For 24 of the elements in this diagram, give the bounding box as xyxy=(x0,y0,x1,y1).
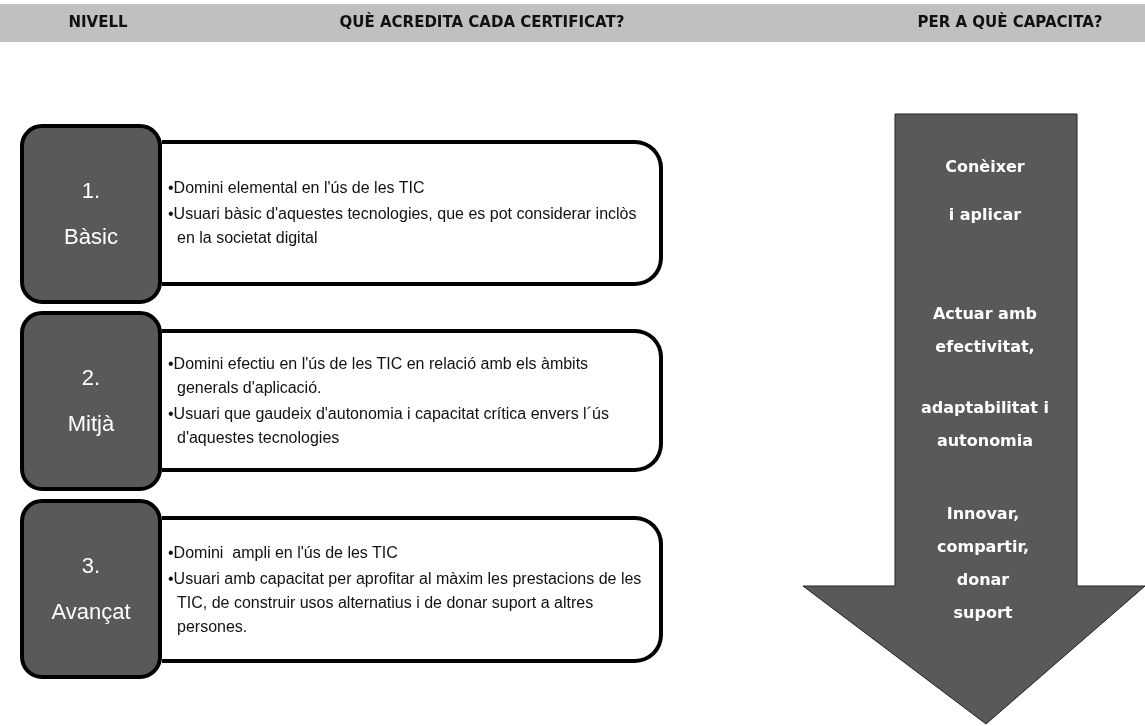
level-box xyxy=(20,124,162,304)
down-arrow xyxy=(803,113,1145,726)
arrow-text: Actuar amb efectivitat, xyxy=(931,303,1039,358)
column-heading: PER A QUÈ CAPACITA? xyxy=(917,13,1103,31)
bullet-item: •Domini ampli en l'ús de les TIC xyxy=(168,542,399,563)
description-box xyxy=(162,140,663,286)
column-heading: NIVELL xyxy=(68,13,128,31)
arrow-text: Innovar, compartir, donar suport xyxy=(937,503,1029,624)
bullet-item: •Domini elemental en l'ús de les TIC xyxy=(168,178,426,198)
arrow-text: Conèixer xyxy=(944,156,1026,178)
level-label: 3. Avançat xyxy=(51,552,131,626)
arrow-text: i aplicar xyxy=(947,204,1023,226)
arrow-text: adaptabilitat i autonomia xyxy=(920,397,1050,452)
description-box xyxy=(162,516,663,663)
bullet-item: •Domini efectiu en l'ús de les TIC en relació amb els àmbits generals d'aplicació. xyxy=(168,353,590,398)
column-heading: QUÈ ACREDITA CADA CERTIFICAT? xyxy=(339,13,625,31)
bullet-item: •Usuari amb capacitat per aprofitar al màxim les prestacions de les TIC, de construir usos alternatius i de donar suport a altres persones. xyxy=(168,568,643,637)
bullet-item: •Usuari bàsic d'aquestes tecnologies, que es pot considerar inclòs en la societat digital xyxy=(168,204,638,248)
level-label: 1. Bàsic xyxy=(64,177,118,251)
level-box xyxy=(20,499,162,679)
bullet-item: •Usuari que gaudeix d'autonomia i capacitat crítica envers l´ús d'aquestes tecnologies xyxy=(168,403,610,448)
description-box xyxy=(162,329,663,472)
level-label: 2. Mitjà xyxy=(67,364,115,438)
level-box xyxy=(20,311,162,491)
